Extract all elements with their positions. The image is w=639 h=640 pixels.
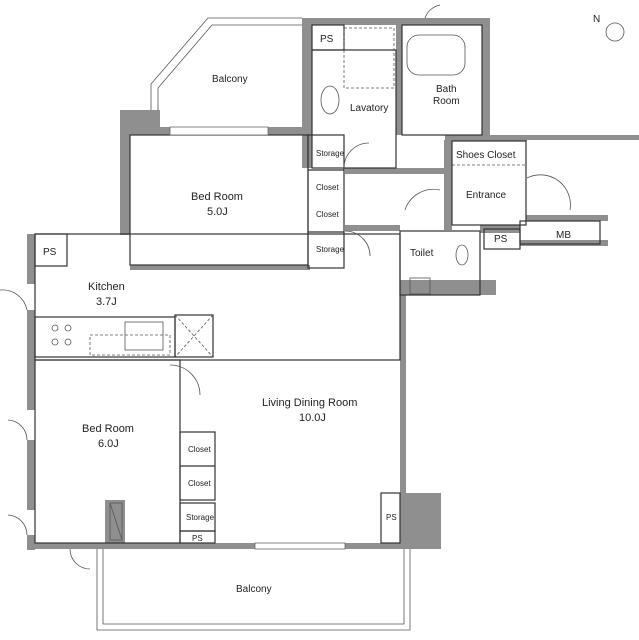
- label-bath-line2: Room: [433, 96, 460, 107]
- door-swings: [0, 4, 571, 570]
- label-toilet: Toilet: [410, 248, 434, 259]
- label-storage-b: Storage: [316, 245, 345, 254]
- label-ps-top: PS: [320, 34, 334, 45]
- label-closet-c: Closet: [188, 445, 211, 454]
- label-mb: MB: [556, 230, 571, 241]
- room-labels: Balcony PS Lavatory Bath Room Storage Sh…: [43, 34, 571, 595]
- label-ldk-size: 10.0J: [299, 412, 326, 424]
- compass-label: N: [593, 14, 600, 25]
- label-balcony-top: Balcony: [212, 74, 248, 85]
- interior-lines: [34, 24, 601, 631]
- label-ps-toilet: PS: [494, 234, 508, 245]
- label-balcony-bottom: Balcony: [236, 584, 272, 595]
- label-ps-bottom-right: PS: [386, 513, 397, 522]
- label-bedroom1-size: 5.0J: [207, 206, 228, 218]
- label-bath-line1: Bath: [436, 84, 457, 95]
- label-lavatory: Lavatory: [350, 103, 388, 114]
- label-kitchen-size: 3.7J: [96, 296, 117, 308]
- label-kitchen: Kitchen: [88, 281, 125, 293]
- label-entrance: Entrance: [466, 190, 506, 201]
- label-bedroom1: Bed Room: [191, 191, 243, 203]
- label-ldk: Living Dining Room: [262, 397, 357, 409]
- label-shoes-closet: Shoes Closet: [456, 150, 516, 161]
- label-storage-a: Storage: [316, 149, 345, 158]
- label-closet-a: Closet: [316, 183, 339, 192]
- label-storage-c: Storage: [186, 513, 215, 522]
- north-compass-icon: N: [593, 14, 625, 42]
- label-bedroom2-size: 6.0J: [98, 438, 119, 450]
- label-bedroom2: Bed Room: [82, 423, 134, 435]
- label-ps-bottom-small: PS: [192, 534, 203, 543]
- label-ps-kitchen: PS: [43, 247, 57, 258]
- label-closet-b: Closet: [316, 210, 339, 219]
- label-closet-d: Closet: [188, 479, 211, 488]
